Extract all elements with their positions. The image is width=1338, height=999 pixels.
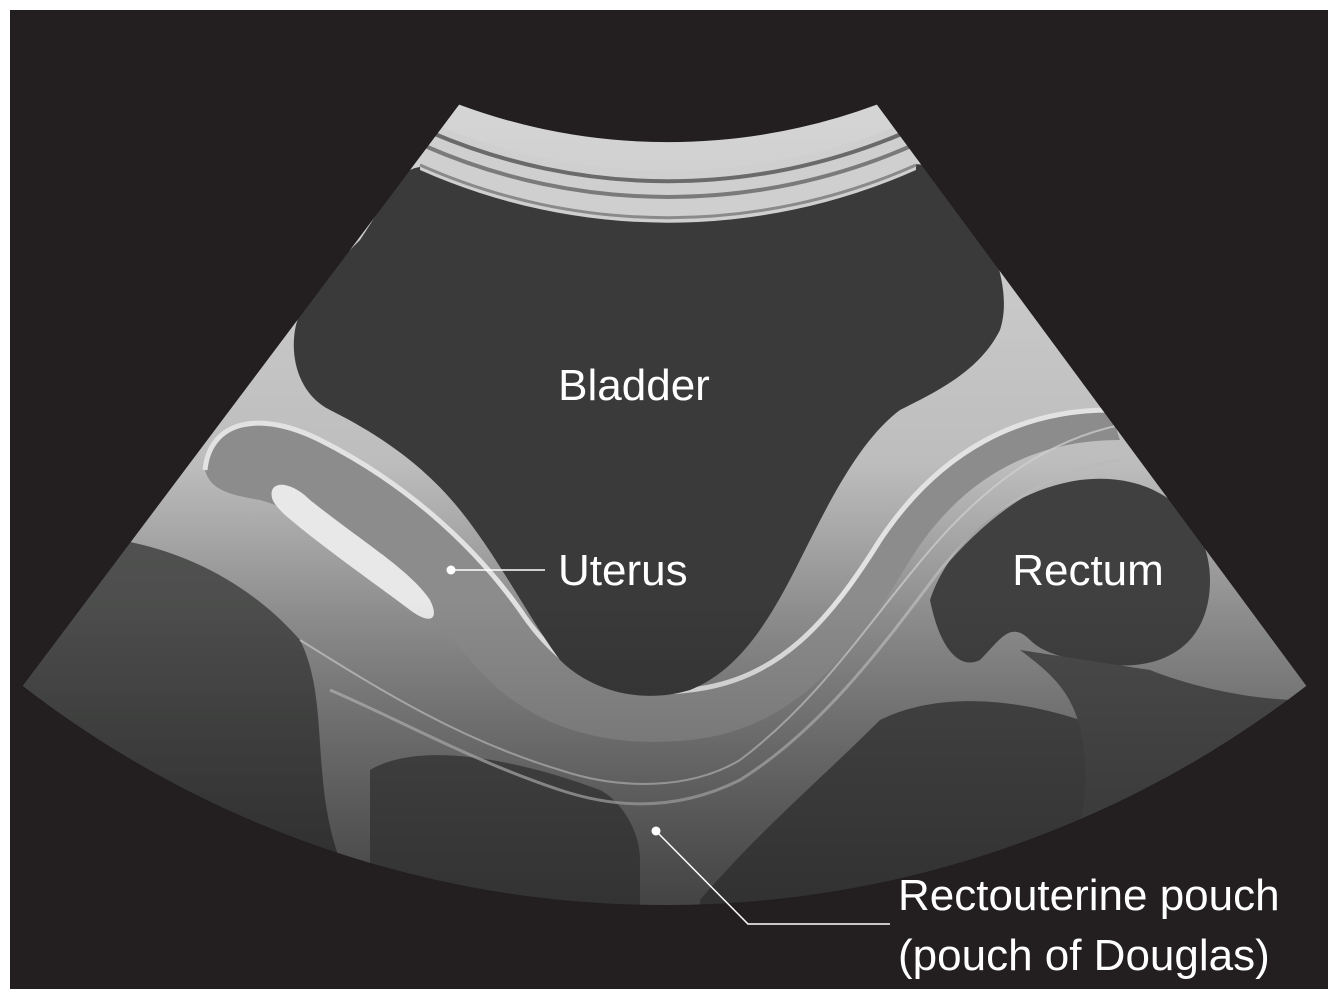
label-pouch-line2: (pouch of Douglas): [898, 931, 1270, 980]
bladder-region: [293, 164, 1004, 696]
label-rectum: Rectum: [1012, 546, 1164, 595]
pouch-leader-line: [655, 830, 890, 925]
label-uterus: Uterus: [558, 546, 688, 595]
transducer-arc-2: [424, 144, 912, 199]
fan-outline: [21, 103, 1308, 907]
transducer-band: [420, 118, 916, 223]
label-bladder: Bladder: [558, 361, 710, 410]
transducer-arc-3: [419, 163, 917, 220]
endometrium: [271, 484, 434, 619]
transducer-arc-1: [429, 130, 907, 184]
label-pouch-line1: Rectouterine pouch: [898, 871, 1280, 920]
